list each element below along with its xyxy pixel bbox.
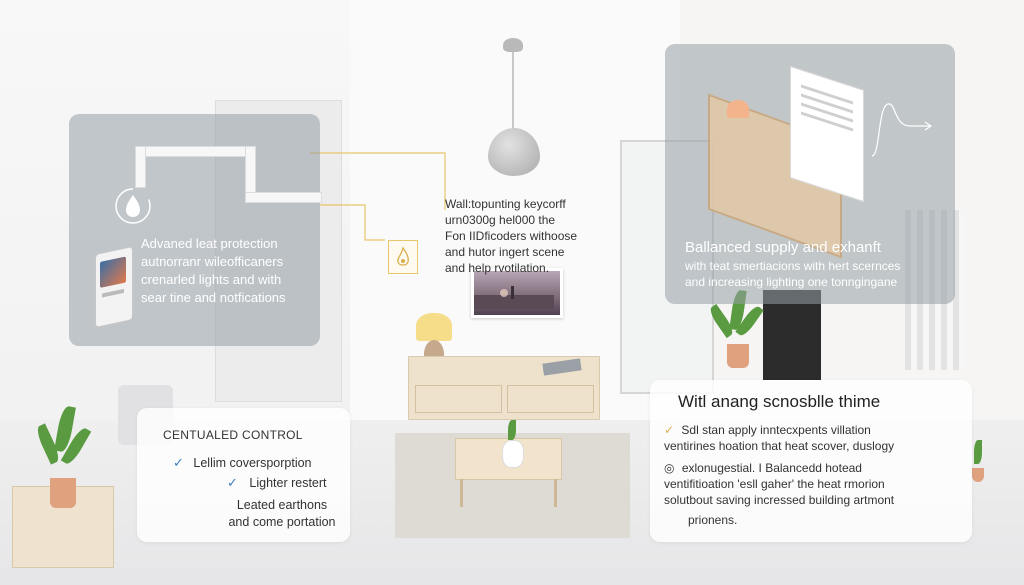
ventilation-line: ventifitioation 'esll gaher' the heat rm… — [664, 477, 885, 491]
ventilation-para-2: ◎ exlonugestial. I Balancedd hotead vent… — [664, 460, 964, 528]
heat-protection-card: Advaned leat protection autnorranr wileo… — [69, 114, 322, 346]
central-control-card: CENTUALED CONTROL ✓ Lellim coversporptio… — [137, 408, 350, 542]
table-lamp-shade — [416, 313, 452, 341]
ventilation-info-card: Witl anang scnosblle thime ✓ Sdl stan ap… — [650, 380, 972, 542]
control-footer: Leated earthons and come portation — [217, 497, 347, 531]
ventilation-line: solutbout saving incressed building artm… — [664, 493, 895, 507]
heat-protection-line: autnorranr wileofficaners — [141, 254, 284, 269]
control-footer-line: Leated earthons — [236, 498, 328, 512]
supply-exhaust-card: Ballanced supply and exhanft with teat s… — [665, 44, 955, 304]
control-footer-line: and come portation — [228, 515, 336, 529]
plant-right — [707, 289, 764, 370]
pendant-mount — [503, 38, 523, 52]
center-note: Wall:topunting keycorff urn0300g hel000 … — [445, 196, 605, 276]
supply-exhaust-title: Ballanced supply and exhanft — [685, 239, 881, 256]
arrow-right-icon — [870, 96, 940, 166]
pipe-horizontal-right — [245, 192, 322, 203]
ventilation-info-title: Witl anang scnosblle thime — [678, 392, 881, 411]
plant-table — [500, 420, 524, 444]
ventilation-para-1: ✓ Sdl stan apply inntecxpents villation … — [664, 422, 964, 454]
heat-protection-line: Advaned leat protection — [141, 236, 278, 251]
television — [763, 290, 821, 380]
ventilation-line: ventirines hoation that heat scover, dus… — [664, 439, 895, 453]
heat-protection-line: crenarled lights and with — [141, 272, 282, 287]
connector-lines — [310, 152, 446, 241]
ventilation-line: ◎ exlonugestial. I Balancedd hotead — [664, 461, 862, 475]
center-note-line: Fon IIDficoders withoose — [445, 229, 578, 243]
center-note-line: urn0300g hel000 the — [445, 213, 556, 227]
ac-unit — [790, 65, 864, 203]
flame-icon — [388, 240, 418, 274]
control-item-label: Lighter restert — [249, 476, 327, 490]
ventilation-line: prionens. — [688, 513, 738, 527]
check-icon: ✓ — [664, 423, 675, 437]
pendant-lamp — [488, 128, 540, 176]
plant-left — [34, 400, 92, 510]
supply-exhaust-line: with teat smertiacions with hert scernce… — [685, 259, 901, 273]
control-item-label: Lellim coversporption — [193, 456, 312, 470]
plant-far-right — [968, 440, 988, 486]
check-icon: ✓ — [227, 475, 238, 490]
central-control-title: CENTUALED CONTROL — [163, 428, 303, 442]
control-item: ✓ Lellim coversporption — [173, 455, 312, 471]
check-icon: ✓ — [173, 455, 184, 470]
pendant-cord — [512, 52, 514, 130]
supply-exhaust-line: and increasing lighting one tonngingane — [685, 275, 898, 289]
center-note-line: and help rvotilation. — [445, 261, 550, 275]
water-drop-icon — [113, 186, 153, 226]
lamp-illustration — [727, 100, 749, 118]
bullet-icon: ◎ — [664, 461, 675, 475]
thermostat-icon — [95, 245, 133, 329]
ventilation-line: ✓ Sdl stan apply inntecxpents villation — [664, 423, 871, 437]
center-note-line: and hutor ingert scene — [445, 245, 565, 259]
pipe-horizontal — [141, 146, 253, 157]
vase — [502, 440, 524, 468]
control-item: ✓ Lighter restert — [227, 475, 327, 491]
center-note-line: Wall:topunting keycorff — [445, 197, 566, 211]
pipe-vertical-left — [135, 146, 146, 188]
wall-picture — [471, 268, 563, 318]
supply-exhaust-text: Ballanced supply and exhanft with teat s… — [685, 238, 950, 290]
heat-protection-line: sear tine and notfications — [141, 290, 286, 305]
heat-protection-text: Advaned leat protection autnorranr wileo… — [141, 235, 316, 307]
tv-stand — [408, 356, 600, 420]
